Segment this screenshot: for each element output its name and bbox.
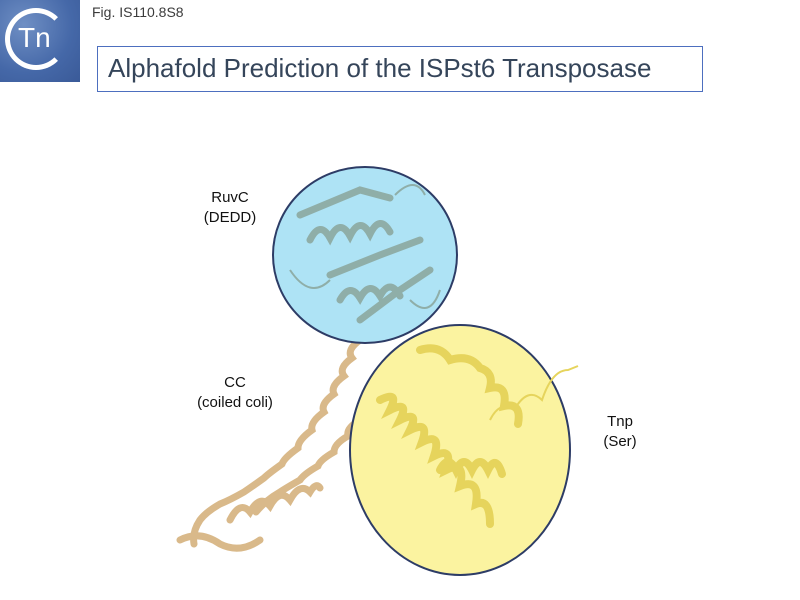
ruvc-label: RuvC (DEDD) — [190, 188, 270, 228]
figure-label: Fig. IS110.8S8 — [92, 4, 184, 20]
tnp-name: Tnp — [607, 413, 633, 430]
title-box: Alphafold Prediction of the ISPst6 Trans… — [97, 46, 703, 92]
ruvc-structure — [296, 186, 434, 324]
tnp-detail: (Ser) — [603, 433, 637, 450]
logo-ring-icon — [5, 8, 67, 70]
ruvc-name: RuvC — [211, 189, 249, 206]
tnp-domain-circle — [349, 324, 571, 576]
tn-logo: Tn — [0, 0, 80, 82]
logo-text: Tn — [18, 22, 51, 53]
coiled-coil-structure — [176, 336, 364, 552]
page-title: Alphafold Prediction of the ISPst6 Trans… — [108, 53, 652, 83]
cc-name: CC — [224, 374, 246, 391]
ruvc-detail: (DEDD) — [203, 209, 257, 226]
cc-detail: (coiled coli) — [197, 394, 273, 411]
tnp-label: Tnp (Ser) — [590, 412, 650, 452]
cc-label: CC (coiled coli) — [180, 373, 290, 413]
ruvc-domain-circle — [272, 166, 458, 344]
tnp-structure — [376, 344, 523, 528]
